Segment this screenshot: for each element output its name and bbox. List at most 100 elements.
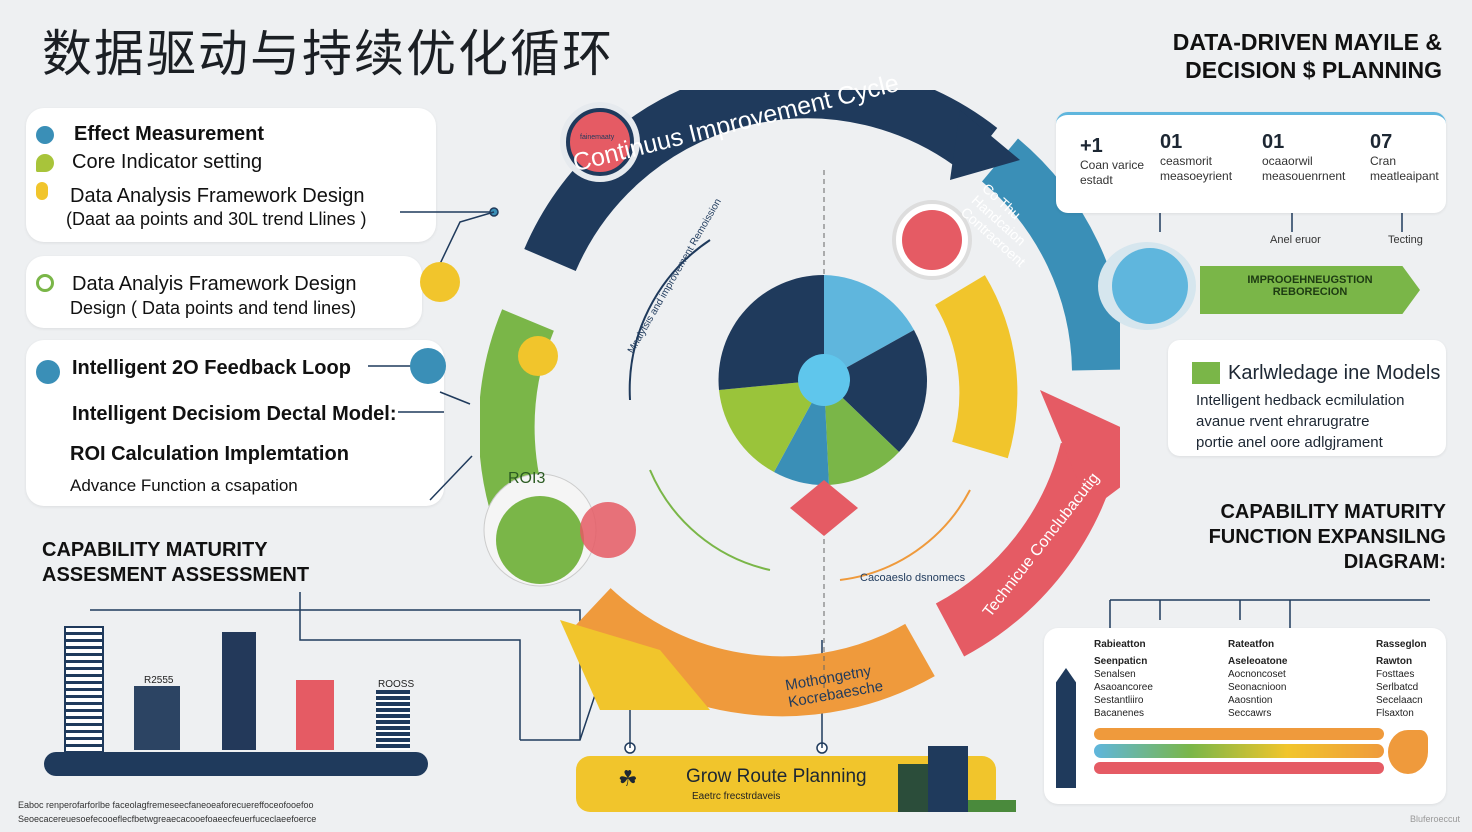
progress-bar-orange [1094, 728, 1384, 740]
footer-text-2: Seoecacereuesoefecooeflecfbetwgreaecacoo… [18, 814, 317, 824]
metric-4-value: 07 [1370, 131, 1393, 153]
footer-text-1: Eaboc renperofarforlbe faceolagfremeseec… [18, 800, 314, 810]
knowledge-model-card: Karlwledage ine Models Intelligent hedba… [1168, 340, 1446, 456]
col-2-item-1: Aocnoncoset [1228, 669, 1286, 680]
capability-right-line-3: DIAGRAM: [1343, 551, 1446, 573]
bar-label-2: ROOSS [378, 679, 415, 690]
bar-striped [376, 690, 410, 750]
metric-2: 01 ceasmorit measoeyrient [1160, 131, 1250, 184]
subtitle-line-2: DECISION $ PLANNING [1185, 57, 1442, 83]
green-square-icon [1192, 362, 1220, 384]
metric-1-value: +1 [1080, 135, 1103, 157]
col-2-item-3: Aaosntion [1228, 695, 1273, 706]
col-3-sub: Rawton [1376, 656, 1413, 667]
metric-sub-label-1: Anel eruor [1270, 234, 1321, 246]
bar-label-1: R2555 [144, 675, 174, 686]
col-2-head: Rateatfon [1228, 639, 1275, 650]
analysis-framework-card: Data Analyis Framework Design Design ( D… [26, 256, 422, 328]
function-expansion-diagram: Rabieatton Seenpaticn Senalsen Asaoancor… [1044, 628, 1446, 804]
knowledge-line-1: Intelligent hedback ecmilulation [1196, 392, 1405, 409]
data-points-label: (Daat aa points and 30L trend Llines ) [66, 209, 367, 229]
green-ring-icon [36, 274, 54, 292]
metric-1-label: Coan varice estadt [1080, 158, 1145, 187]
navy-pillar [1056, 668, 1076, 788]
col-1-item-1: Senalsen [1094, 669, 1136, 680]
capability-left-title: CAPABILITY MATURITY ASSESMENT ASSESSMENT [42, 538, 309, 588]
city-skyline [898, 740, 1016, 812]
col-1-item-2: Asaoancoree [1094, 682, 1153, 693]
col-1-head: Rabieatton [1094, 639, 1146, 650]
effect-measurement-card: Effect Measurement Core Indicator settin… [26, 108, 436, 242]
metric-3: 01 ocaaorwil measouenrnent [1262, 131, 1358, 184]
capability-right-title: CAPABILITY MATURITY FUNCTION EXPANSILNG … [1209, 500, 1446, 575]
advance-function-label: Advance Function a csapation [70, 476, 298, 495]
roi-label: ROI3 [508, 470, 546, 487]
progress-bar-multi [1094, 744, 1384, 758]
col-3-item-4: Flsaxton [1376, 708, 1414, 719]
improvement-cycle-diagram [480, 90, 1120, 717]
feedback-loop-card: Intelligent 2O Feedback Loop Intelligent… [26, 340, 444, 506]
col-1-item-4: Bacanenes [1094, 708, 1145, 719]
col-1-item-3: Sestantliiro [1094, 695, 1144, 706]
page-title: 数据驱动与持续优化循环 [42, 25, 614, 83]
route-title: Grow Route Planning [686, 766, 867, 787]
knowledge-line-2: avanue rvent ehrarugratre [1196, 413, 1370, 430]
col-3-head: Rasseglon [1376, 639, 1427, 650]
col-2-item-2: Seonacnioon [1228, 682, 1287, 693]
col-2-item-4: Seccawrs [1228, 708, 1272, 719]
badge-top-label: fainemaaty [580, 134, 615, 141]
cycle-inner-bottom-label: Cacoaeslo dsnomecs [860, 572, 966, 584]
chart-baseline [44, 752, 428, 776]
subtitle-en: DATA-DRIVEN MAYILE & DECISION $ PLANNING [1173, 28, 1442, 84]
watermark: Bluferoeccut [1409, 814, 1460, 824]
metric-4: 07 Cran meatleaipant [1370, 131, 1446, 184]
subtitle-line-1: DATA-DRIVEN MAYILE & [1172, 29, 1442, 55]
decision-model-label: Intelligent Decisiom Dectal Model: [72, 403, 397, 425]
framework-sub-label: Design ( Data points and tend lines) [70, 298, 357, 318]
bar-navy-2 [222, 632, 256, 750]
data-analysis-label: Data Analysis Framework Design [70, 185, 365, 207]
metric-1: +1 Coan varice estadt [1080, 135, 1160, 188]
metric-2-value: 01 [1160, 131, 1183, 153]
framework-label: Data Analyis Framework Design [72, 273, 357, 295]
knowledge-title: Karlwledage ine Models [1228, 362, 1441, 384]
green-dot-icon [36, 154, 54, 172]
metric-2-label: ceasmorit measoeyrient [1160, 154, 1233, 183]
col-2-sub: Aseleoatone [1228, 656, 1288, 667]
capability-right-line-2: FUNCTION EXPANSILNG [1208, 526, 1446, 548]
orange-end-arrow [1388, 730, 1428, 774]
col-3-item-3: Secelaacn [1376, 695, 1423, 706]
improvement-bar-line-2: REBORECION [1272, 286, 1348, 298]
capability-bar-chart: R2555 ROOSS [44, 600, 428, 776]
col-1-sub: Seenpaticn [1094, 656, 1148, 667]
bar-navy-1 [134, 686, 180, 750]
bar-red [296, 680, 334, 750]
knowledge-line-3: portie anel oore adlgjrament [1196, 434, 1383, 451]
col-3-item-2: Serlbatcd [1376, 682, 1419, 693]
feedback-loop-label: Intelligent 2O Feedback Loop [72, 357, 351, 379]
metric-sub-label-2: Tecting [1388, 234, 1423, 246]
progress-bar-red [1094, 762, 1384, 774]
col-3-item-1: Fosttaes [1376, 669, 1415, 680]
col-1: Rabieatton Seenpaticn Senalsen Asaoancor… [1094, 638, 1204, 720]
col-3: Rasseglon Rawton Fosttaes Serlbatcd Sece… [1376, 638, 1446, 720]
metric-4-label: Cran meatleaipant [1370, 154, 1439, 183]
plant-icon: ☘ [618, 766, 638, 791]
route-sub: Eaetrc frecstrdaveis [692, 791, 781, 802]
gauge-bar [64, 626, 104, 754]
blue-dot-icon [36, 360, 60, 384]
capability-right-line-1: CAPABILITY MATURITY [1220, 501, 1446, 523]
metric-3-label: ocaaorwil measouenrnent [1262, 154, 1346, 183]
improvement-bar: IMPROOEHNEUGSTION REBORECION [1200, 266, 1420, 314]
magnifier-circle [1112, 248, 1188, 324]
capability-left-line-2: ASSESMENT ASSESSMENT [42, 564, 310, 586]
metric-3-value: 01 [1262, 131, 1285, 153]
capability-left-line-1: CAPABILITY MATURITY [42, 539, 268, 561]
effect-measurement-label: Effect Measurement [74, 123, 265, 145]
core-indicator-label: Core Indicator setting [72, 151, 263, 173]
metrics-panel: +1 Coan varice estadt 01 ceasmorit measo… [1056, 112, 1446, 213]
blue-dot-icon [36, 126, 54, 144]
roi-calc-label: ROI Calculation Implemtation [70, 443, 349, 465]
improvement-bar-line-1: IMPROOEHNEUGSTION [1247, 274, 1373, 286]
